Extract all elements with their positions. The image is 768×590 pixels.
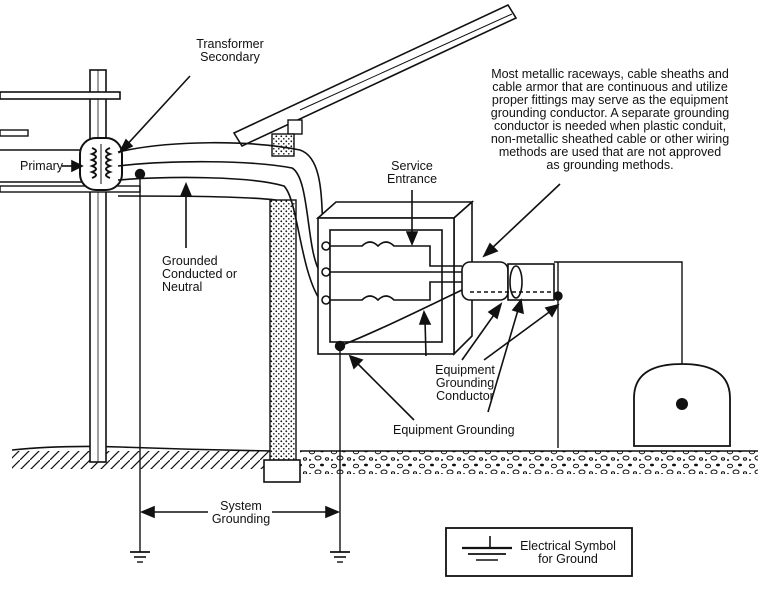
- earth-left: [11, 445, 281, 469]
- service-mast-wall: [263, 133, 301, 483]
- grounding-electrodes: [130, 168, 563, 563]
- service-entrance-label: Service Entrance: [386, 159, 438, 186]
- legend-box: [445, 527, 633, 577]
- system-grounding-label: System Grounding: [211, 499, 271, 526]
- explanatory-note: Most metallic raceways, cable sheaths an…: [490, 67, 730, 172]
- transformer-secondary-label: Transformer Secondary: [196, 37, 264, 64]
- service-drop-cable: [117, 141, 327, 301]
- system-grounding-arrow: [139, 505, 341, 519]
- motor-equipment: [633, 363, 731, 447]
- raceway-conduit: [461, 261, 555, 301]
- utility-pole: [0, 69, 141, 463]
- earth-gravel: [300, 450, 758, 474]
- transformer: [79, 137, 123, 191]
- equipment-grounding-conductor-label: Equipment Grounding Conductor: [435, 363, 495, 403]
- primary-wires: [0, 149, 86, 183]
- legend-label: Electrical Symbol for Ground: [520, 539, 616, 566]
- service-entrance-panel: [315, 200, 475, 356]
- roof: [232, 3, 518, 148]
- grounded-conductor-label: Grounded Conducted or Neutral: [162, 254, 238, 294]
- equipment-grounding-label: Equipment Grounding: [393, 423, 515, 437]
- leader-arrows: [62, 75, 561, 421]
- primary-label: Primary: [20, 159, 64, 173]
